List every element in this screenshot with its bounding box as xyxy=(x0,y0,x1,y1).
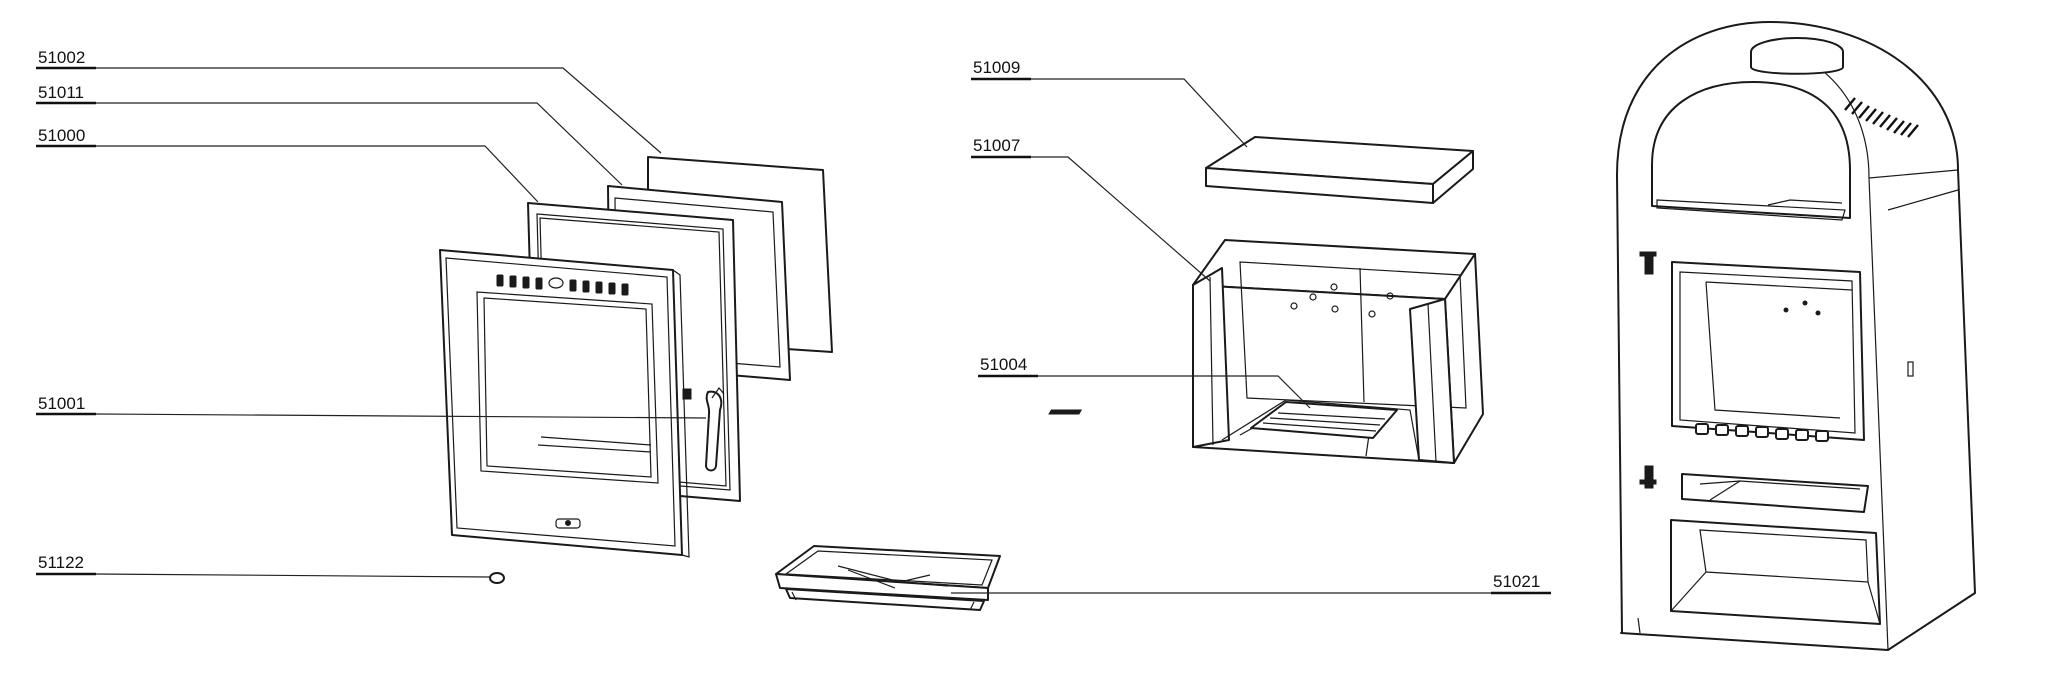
part-label-51001: 51001 xyxy=(38,394,85,413)
part-label-51004: 51004 xyxy=(980,355,1027,374)
callout-51004: 51004 xyxy=(978,355,1311,409)
callout-51011: 51011 xyxy=(36,83,623,186)
part-label-51122: 51122 xyxy=(38,553,84,572)
ash-pan-part xyxy=(775,545,1001,611)
small-knob-part xyxy=(489,572,505,584)
baffle-plate-part xyxy=(1205,136,1474,204)
part-label-51000: 51000 xyxy=(38,126,85,145)
door-handle-part xyxy=(682,387,725,472)
callout-51007: 51007 xyxy=(971,136,1211,282)
grate-teeth xyxy=(1695,423,1829,442)
outer-door-part xyxy=(439,249,690,558)
vent-slots xyxy=(1844,97,1919,138)
callout-51000: 51000 xyxy=(36,126,539,203)
part-label-51002: 51002 xyxy=(38,48,85,67)
callout-51009: 51009 xyxy=(971,58,1248,148)
stove-body-part xyxy=(1616,21,1976,651)
firebox-liner-part xyxy=(1048,239,1484,464)
callout-51002: 51002 xyxy=(36,48,662,154)
part-label-51011: 51011 xyxy=(38,83,84,102)
callout-51001: 51001 xyxy=(36,394,707,419)
callout-51122: 51122 xyxy=(36,553,491,578)
part-label-51007: 51007 xyxy=(973,136,1020,155)
part-label-51009: 51009 xyxy=(973,58,1020,77)
part-label-51021: 51021 xyxy=(1493,572,1540,591)
callout-51021: 51021 xyxy=(951,572,1551,595)
